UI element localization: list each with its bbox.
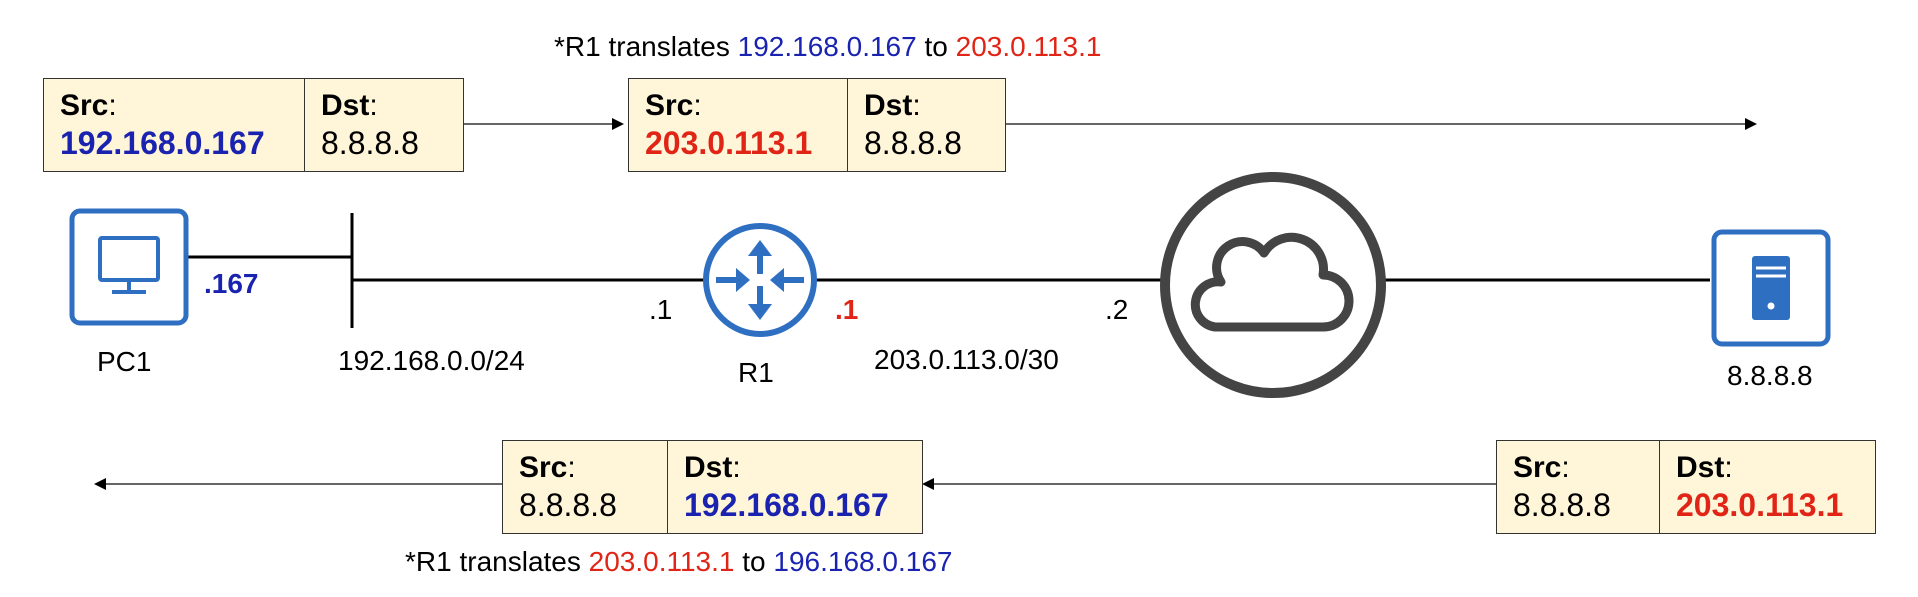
dst-ip: 8.8.8.8 bbox=[864, 125, 962, 161]
isp-interface-label: .2 bbox=[1105, 294, 1129, 325]
pc1-label: PC1 bbox=[97, 346, 152, 377]
note-to-ip: 203.0.113.1 bbox=[955, 31, 1102, 62]
dst-cell: Dst: 8.8.8.8 bbox=[847, 79, 1005, 171]
dst-cell: Dst: 203.0.113.1 bbox=[1659, 441, 1875, 533]
r1-label: R1 bbox=[738, 357, 774, 388]
src-cell: Src: 8.8.8.8 bbox=[1497, 441, 1659, 533]
note-prefix: *R1 translates bbox=[554, 31, 738, 62]
router-icon bbox=[703, 223, 817, 337]
src-ip: 8.8.8.8 bbox=[1513, 487, 1611, 523]
src-cell: Src: 8.8.8.8 bbox=[503, 441, 667, 533]
wan-network-label: 203.0.113.0/30 bbox=[874, 344, 1059, 375]
note-to-ip: 196.168.0.167 bbox=[773, 546, 953, 577]
lan-network-label: 192.168.0.0/24 bbox=[338, 345, 525, 376]
src-label: Src bbox=[1513, 451, 1562, 484]
dst-ip: 8.8.8.8 bbox=[321, 125, 419, 161]
note-mid: to bbox=[916, 31, 956, 62]
server-icon bbox=[1711, 229, 1831, 347]
src-label: Src bbox=[519, 451, 568, 484]
src-label: Src bbox=[60, 89, 109, 122]
note-from-ip: 203.0.113.1 bbox=[588, 546, 735, 577]
note-mid: to bbox=[734, 546, 774, 577]
dst-cell: Dst: 8.8.8.8 bbox=[304, 79, 463, 171]
packet-top-left: Src: 192.168.0.167 Dst: 8.8.8.8 bbox=[43, 78, 464, 172]
dst-label: Dst bbox=[321, 89, 370, 122]
src-ip: 203.0.113.1 bbox=[645, 125, 813, 161]
packet-bottom-left: Src: 8.8.8.8 Dst: 192.168.0.167 bbox=[502, 440, 923, 534]
dst-label: Dst bbox=[864, 89, 913, 122]
server-label: 8.8.8.8 bbox=[1727, 360, 1813, 391]
packet-top-right: Src: 203.0.113.1 Dst: 8.8.8.8 bbox=[628, 78, 1006, 172]
top-translation-note: *R1 translates 192.168.0.167 to 203.0.11… bbox=[554, 31, 1101, 63]
dst-ip: 203.0.113.1 bbox=[1676, 487, 1844, 523]
src-ip: 8.8.8.8 bbox=[519, 487, 617, 523]
cloud-icon bbox=[1160, 172, 1386, 398]
dst-cell: Dst: 192.168.0.167 bbox=[667, 441, 922, 533]
src-cell: Src: 203.0.113.1 bbox=[629, 79, 847, 171]
dst-ip: 192.168.0.167 bbox=[684, 487, 889, 523]
packet-bottom-right: Src: 8.8.8.8 Dst: 203.0.113.1 bbox=[1496, 440, 1876, 534]
monitor-icon bbox=[69, 208, 189, 326]
pc1-interface-label: .167 bbox=[204, 268, 259, 299]
src-label: Src bbox=[645, 89, 694, 122]
r1-wan-interface-label: .1 bbox=[835, 294, 859, 325]
note-from-ip: 192.168.0.167 bbox=[737, 31, 917, 62]
r1-lan-interface-label: .1 bbox=[649, 294, 673, 325]
bottom-translation-note: *R1 translates 203.0.113.1 to 196.168.0.… bbox=[405, 546, 952, 578]
dst-label: Dst bbox=[1676, 451, 1725, 484]
note-prefix: *R1 translates bbox=[405, 546, 589, 577]
dst-label: Dst bbox=[684, 451, 733, 484]
src-ip: 192.168.0.167 bbox=[60, 125, 265, 161]
src-cell: Src: 192.168.0.167 bbox=[44, 79, 304, 171]
